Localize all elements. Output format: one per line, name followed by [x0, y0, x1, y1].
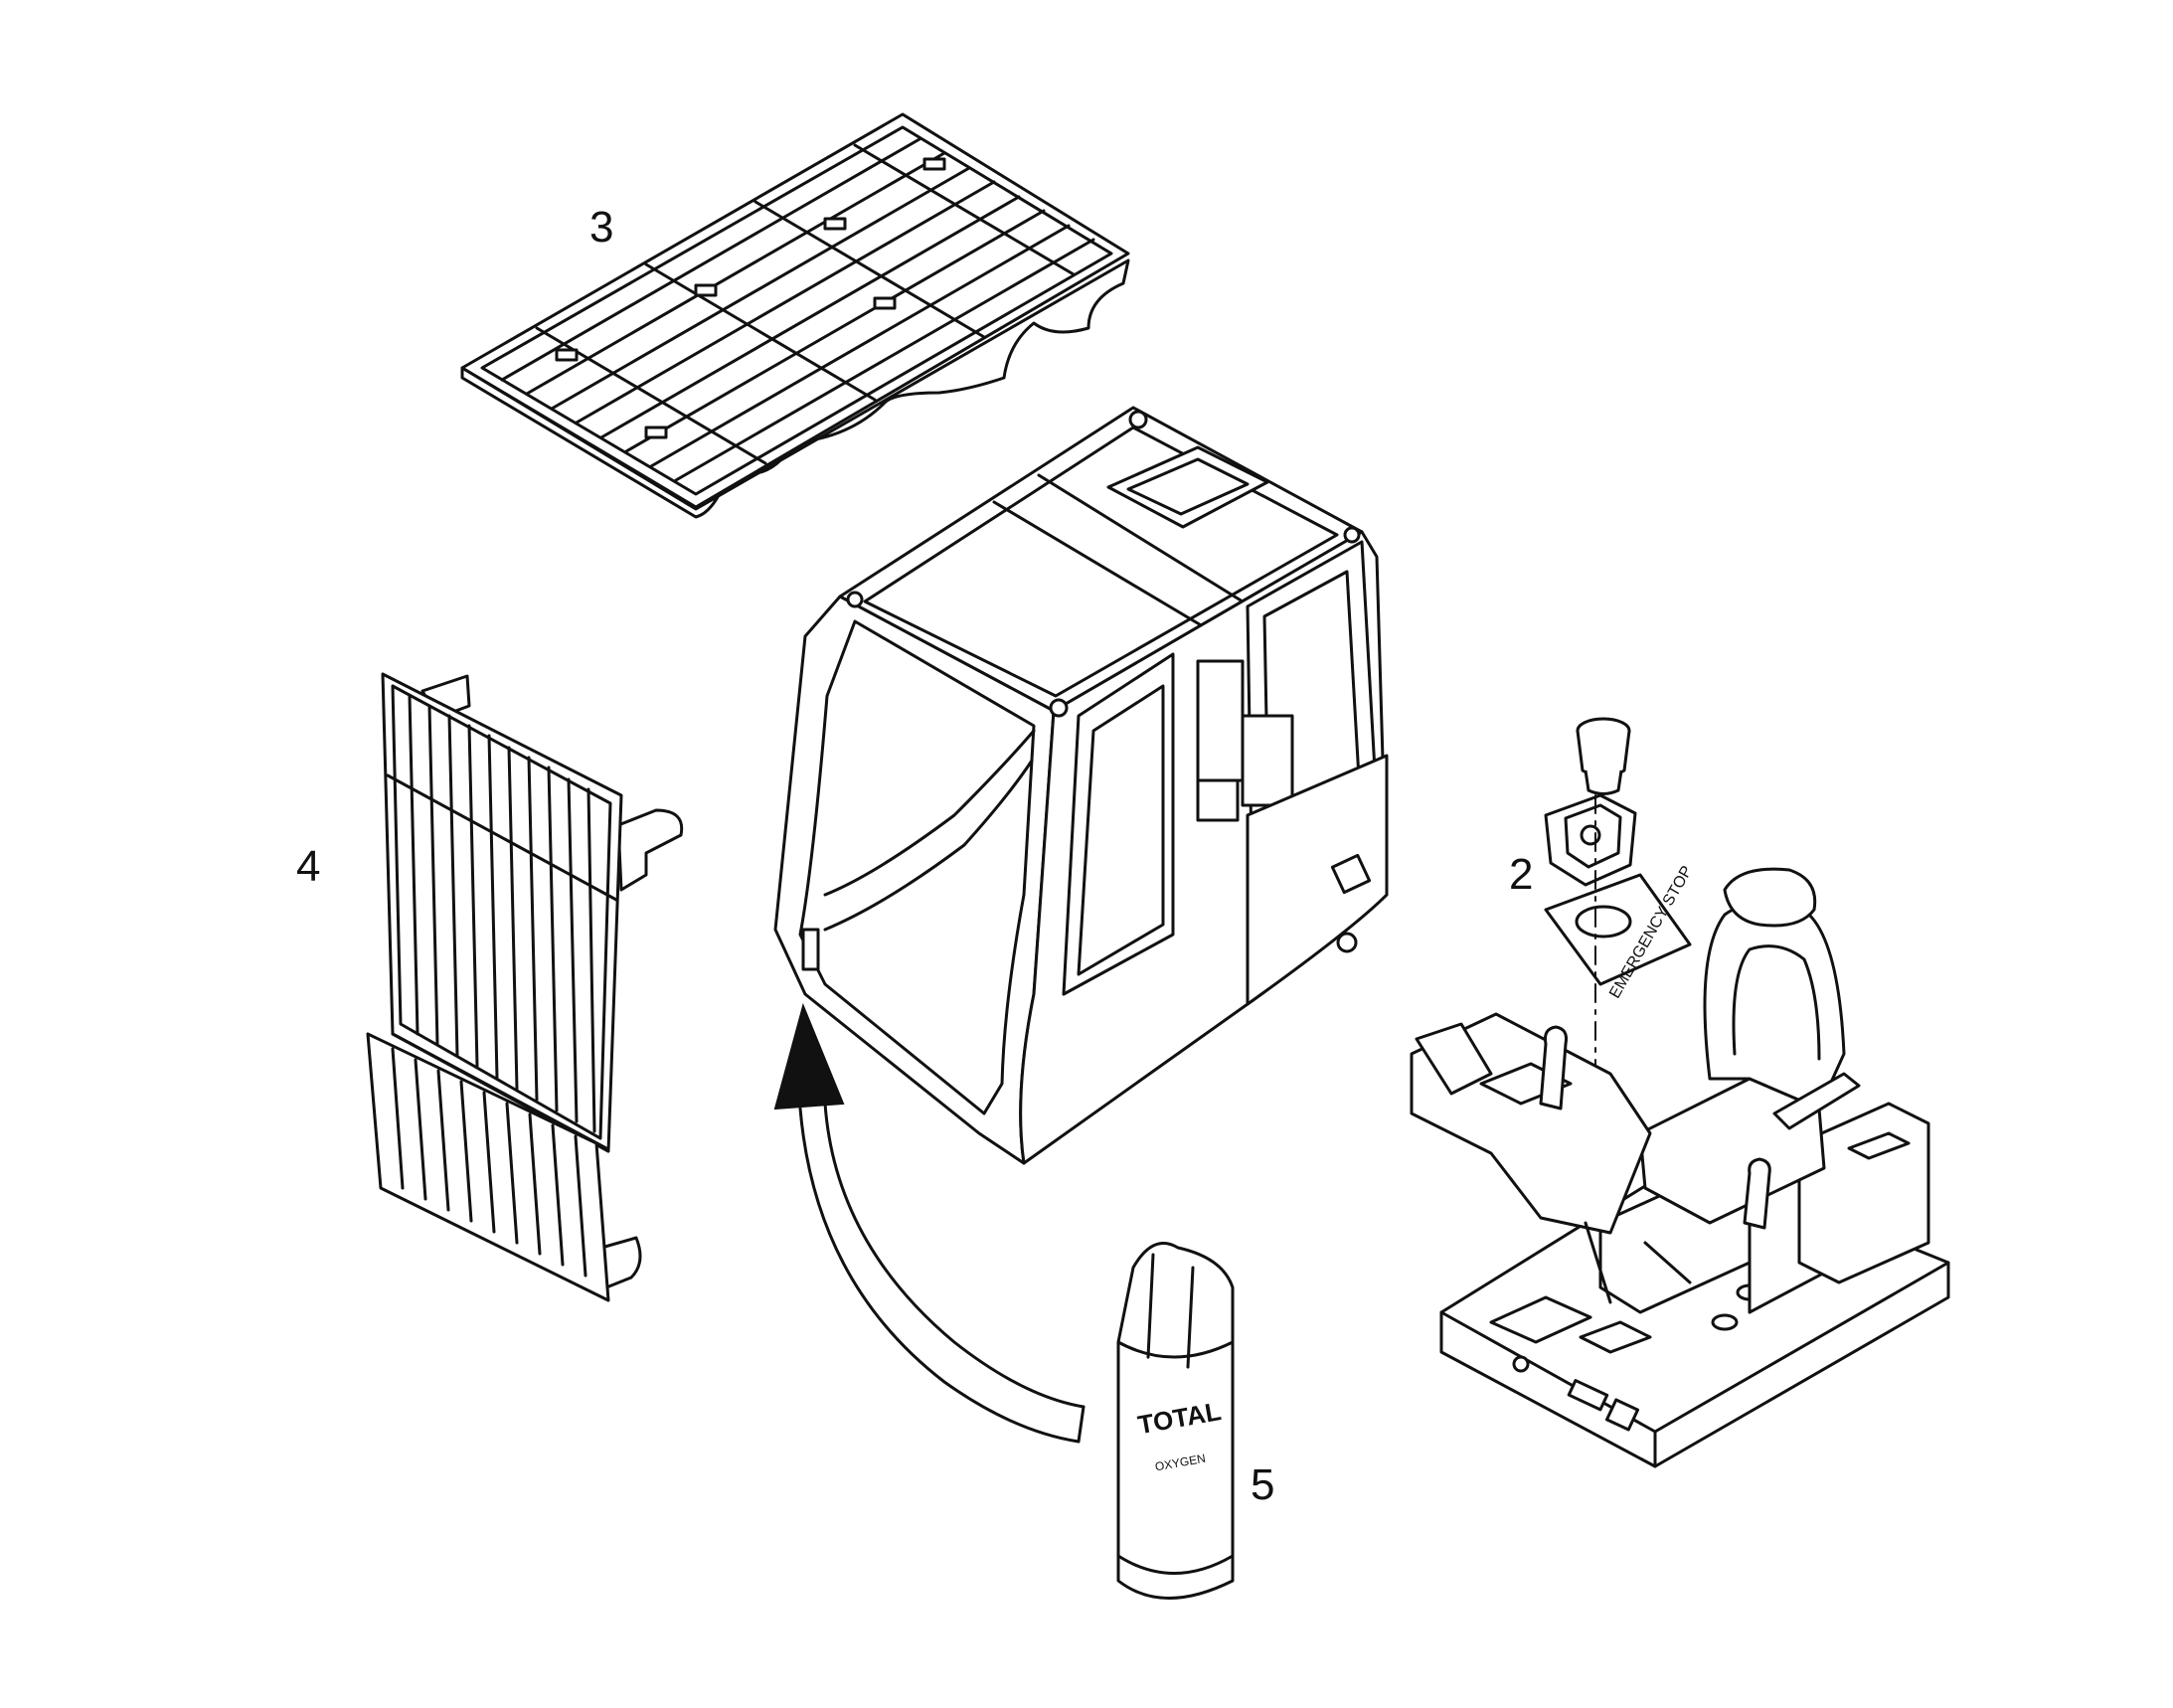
operator-seat-assembly	[1410, 867, 1950, 1468]
front-guard-grating	[366, 672, 684, 1302]
emergency-stop-switch: EMERGENCY STOP	[1544, 717, 1696, 1075]
roof-guard-bars	[500, 137, 1095, 482]
oxygen-bottle: TOTAL OXYGEN	[1116, 1242, 1235, 1600]
callout-2: 2	[1509, 850, 1534, 899]
operator-cab	[773, 406, 1389, 1165]
callout-3: 3	[589, 203, 614, 252]
callout-4: 4	[296, 842, 321, 891]
callout-5: 5	[1251, 1460, 1275, 1509]
roof-guard-grating	[460, 112, 1130, 519]
installation-arrow	[773, 1002, 1086, 1444]
front-guard-bars	[391, 694, 596, 1278]
